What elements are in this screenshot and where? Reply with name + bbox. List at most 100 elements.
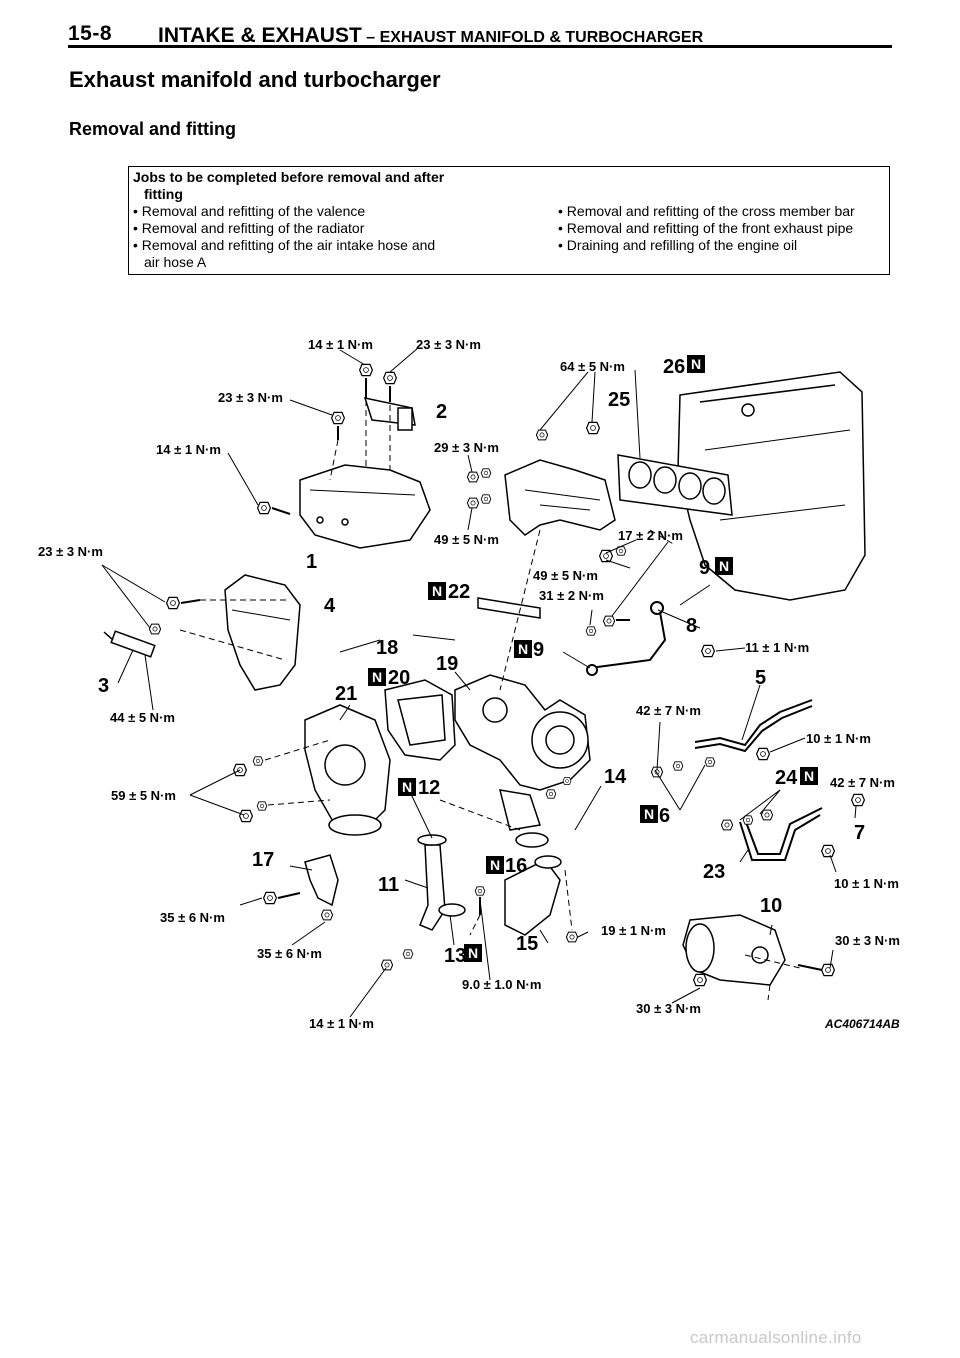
jobs-heading-line1: Jobs to be completed before removal and … bbox=[133, 169, 445, 185]
part-number: 16 bbox=[505, 855, 527, 877]
part-number: 3 bbox=[98, 675, 109, 697]
part-number: 5 bbox=[755, 667, 766, 689]
turbocharger bbox=[454, 674, 591, 831]
exhaust-fitting-small bbox=[477, 597, 541, 619]
part-number: 17 bbox=[252, 849, 274, 871]
new-part-marker: N bbox=[464, 944, 482, 962]
torque-label: 23 ± 3 N·m bbox=[416, 337, 481, 352]
new-part-symbol: N bbox=[490, 857, 500, 873]
header-rule bbox=[68, 45, 892, 48]
new-part-marker: N bbox=[368, 668, 386, 686]
torque-label: 10 ± 1 N·m bbox=[806, 731, 871, 746]
turbo-gasket bbox=[384, 679, 456, 761]
part-number: 8 bbox=[686, 615, 697, 637]
starter-motor bbox=[682, 914, 786, 986]
bolts bbox=[148, 363, 866, 987]
jobs-item: • Draining and refilling of the engine o… bbox=[558, 237, 798, 253]
torque-labels: 14 ± 1 N·m 23 ± 3 N·m 23 ± 3 N·m 14 ± 1 … bbox=[38, 337, 900, 1031]
new-part-symbol: N bbox=[372, 669, 382, 685]
part-number: 14 bbox=[604, 766, 627, 788]
bracket bbox=[363, 396, 416, 431]
part-number: 9 bbox=[699, 557, 710, 579]
torque-label: 23 ± 3 N·m bbox=[38, 544, 103, 559]
new-part-markers: N N N N N N N N N N bbox=[368, 355, 818, 962]
torque-label: 31 ± 2 N·m bbox=[539, 588, 604, 603]
jobs-item: • Removal and refitting of the air intak… bbox=[133, 237, 533, 271]
new-part-symbol: N bbox=[804, 768, 814, 784]
part-number: 7 bbox=[854, 822, 865, 844]
torque-label: 49 ± 5 N·m bbox=[533, 568, 598, 583]
water-hose bbox=[739, 807, 823, 861]
new-part-symbol: N bbox=[719, 558, 729, 574]
new-part-marker: N bbox=[640, 805, 658, 823]
torque-label: 35 ± 6 N·m bbox=[257, 946, 322, 961]
jobs-item-text: • Removal and refitting of the air intak… bbox=[133, 237, 436, 253]
header-title-sub: EXHAUST MANIFOLD & TURBOCHARGER bbox=[379, 29, 704, 46]
new-part-symbol: N bbox=[518, 641, 528, 657]
part-number: 15 bbox=[516, 933, 538, 955]
part-number: 20 bbox=[388, 667, 410, 689]
exploded-view-diagram: 14 ± 1 N·m 23 ± 3 N·m 23 ± 3 N·m 14 ± 1 … bbox=[30, 320, 910, 1045]
torque-label: 64 ± 5 N·m bbox=[560, 359, 625, 374]
air-outlet-fitting bbox=[504, 832, 562, 936]
oxygen-sensor bbox=[103, 630, 156, 658]
part-number: 6 bbox=[659, 805, 670, 827]
exhaust-manifold bbox=[504, 459, 616, 536]
new-part-symbol: N bbox=[432, 583, 442, 599]
jobs-item: • Removal and refitting of the cross mem… bbox=[558, 203, 855, 219]
part-number: 2 bbox=[436, 401, 447, 423]
jobs-item-text: • Removal and refitting of the radiator bbox=[133, 220, 365, 236]
heat-protector-upper bbox=[299, 464, 431, 549]
watermark: carmanualsonline.info bbox=[690, 1328, 862, 1347]
jobs-box: Jobs to be completed before removal and … bbox=[128, 166, 890, 275]
part-number: 9 bbox=[533, 639, 544, 661]
torque-label: 30 ± 3 N·m bbox=[835, 933, 900, 948]
new-part-symbol: N bbox=[644, 806, 654, 822]
new-part-marker: N bbox=[800, 767, 818, 785]
part-number: 11 bbox=[378, 874, 399, 896]
part-number: 21 bbox=[335, 683, 357, 705]
torque-label: 14 ± 1 N·m bbox=[156, 442, 221, 457]
torque-label: 42 ± 7 N·m bbox=[636, 703, 701, 718]
part-number-labels: 26 25 2 1 9 22 4 8 18 9 19 20 3 5 21 14 … bbox=[98, 356, 865, 967]
page-number: 15-8 bbox=[68, 22, 113, 45]
jobs-item: • Removal and refitting of the radiator bbox=[133, 220, 533, 237]
torque-label: 30 ± 3 N·m bbox=[636, 1001, 701, 1016]
part-number: 19 bbox=[436, 653, 458, 675]
turbo-bracket bbox=[304, 854, 339, 907]
manifold-gasket bbox=[617, 454, 733, 516]
torque-label: 44 ± 5 N·m bbox=[110, 710, 175, 725]
torque-label: 59 ± 5 N·m bbox=[111, 788, 176, 803]
part-number: 22 bbox=[448, 581, 470, 603]
header-title-separator: – bbox=[361, 29, 380, 46]
torque-label: 14 ± 1 N·m bbox=[308, 337, 373, 352]
header-title: INTAKE & EXHAUST – EXHAUST MANIFOLD & TU… bbox=[158, 24, 703, 48]
jobs-item: • Removal and refitting of the valence bbox=[133, 203, 533, 220]
torque-label: 23 ± 3 N·m bbox=[218, 390, 283, 405]
jobs-item-text: • Removal and refitting of the valence bbox=[133, 203, 366, 219]
assembly-lines bbox=[179, 400, 801, 1001]
torque-label: 17 ± 2 N·m bbox=[618, 528, 683, 543]
torque-label: 11 ± 1 N·m bbox=[745, 640, 809, 655]
header-title-main: INTAKE & EXHAUST bbox=[158, 24, 362, 47]
part-number: 26 bbox=[663, 356, 685, 378]
jobs-heading: Jobs to be completed before removal and … bbox=[133, 169, 473, 203]
jobs-right-column: • Removal and refitting of the cross mem… bbox=[558, 203, 888, 254]
torque-label: 29 ± 3 N·m bbox=[434, 440, 499, 455]
torque-label: 14 ± 1 N·m bbox=[309, 1016, 374, 1031]
exploded-view-svg: 14 ± 1 N·m 23 ± 3 N·m 23 ± 3 N·m 14 ± 1 … bbox=[38, 337, 900, 1031]
new-part-marker: N bbox=[428, 582, 446, 600]
new-part-symbol: N bbox=[402, 779, 412, 795]
sub-title: Removal and fitting bbox=[69, 119, 237, 139]
new-part-marker: N bbox=[486, 856, 504, 874]
part-number: 1 bbox=[306, 551, 317, 573]
part-number: 25 bbox=[608, 389, 630, 411]
water-pipe bbox=[694, 699, 813, 753]
jobs-left-column: • Removal and refitting of the valence •… bbox=[133, 203, 533, 271]
torque-label: 42 ± 7 N·m bbox=[830, 775, 895, 790]
part-number: 10 bbox=[760, 895, 782, 917]
section-title: Exhaust manifold and turbocharger bbox=[69, 67, 441, 92]
part-number: 4 bbox=[324, 595, 336, 617]
new-part-marker: N bbox=[687, 355, 705, 373]
torque-label: 9.0 ± 1.0 N·m bbox=[462, 977, 541, 992]
